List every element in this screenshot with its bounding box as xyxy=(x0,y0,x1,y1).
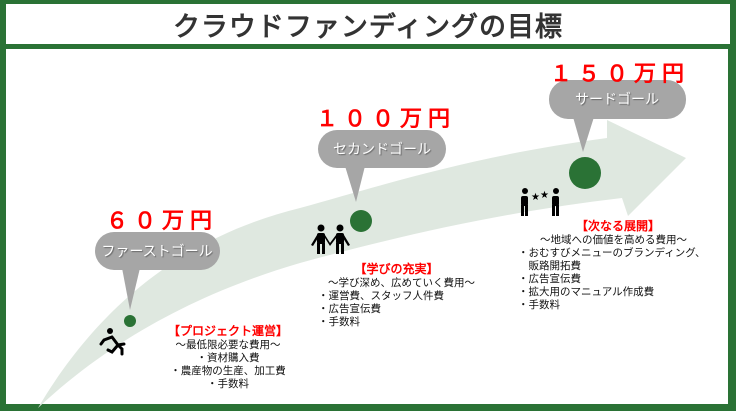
bubble-first xyxy=(95,232,220,310)
goal-details-second: 【学びの充実】 ～学び深め、広めていく費用～ ・運営費、スタッフ人件費 ・広告宣… xyxy=(318,262,475,329)
goal-details-first: 【プロジェクト運営】 ～最低限必要な費用～ ・資材購入費 ・農産物の生産、加工費… xyxy=(168,324,288,391)
goal-amount-first: ６０万円 xyxy=(105,209,219,234)
page-title: クラウドファンディングの目標 xyxy=(172,11,564,43)
goal-label-first: ファーストゴール xyxy=(101,244,213,260)
bubble-second xyxy=(318,130,446,202)
svg-text:★: ★ xyxy=(531,192,540,203)
svg-text:★: ★ xyxy=(540,190,549,201)
list-item: ・広告宣伝費 xyxy=(518,273,581,285)
team-stars-icon: ★★ xyxy=(521,188,559,216)
goal-marker-third xyxy=(569,157,601,189)
goal-label-third: サードゴール xyxy=(575,92,659,108)
goal-label-second: セカンドゴール xyxy=(333,142,431,158)
list-item: ・手数料 xyxy=(518,299,560,311)
runner-icon xyxy=(99,328,126,356)
title-box: クラウドファンディングの目標 xyxy=(6,4,730,44)
list-item: ・拡大用のマニュアル作成費 xyxy=(518,286,655,298)
list-item: 販路開拓費 xyxy=(518,260,581,272)
section-subtitle: ～最低限必要な費用～ xyxy=(175,339,281,351)
goal-details-third: 【次なる展開】 ～地域への価値を高める費用～ ・おむすびメニューのブランディング… xyxy=(518,219,706,312)
goal-amount-second: １００万円 xyxy=(315,107,457,132)
goal-marker-second xyxy=(350,210,372,232)
section-title: 【学びの充実】 xyxy=(354,262,439,276)
list-item: ・手数料 xyxy=(318,316,360,328)
section-title: 【プロジェクト運営】 xyxy=(167,324,289,338)
bubble-third xyxy=(549,80,686,152)
list-item: ・手数料 xyxy=(206,378,249,390)
section-title: 【次なる展開】 xyxy=(576,219,661,233)
goal-marker-first xyxy=(124,315,136,327)
list-item: ・広告宣伝費 xyxy=(318,303,381,315)
section-subtitle: ～学び深め、広めていく費用～ xyxy=(328,277,475,289)
list-item: ・農産物の生産、加工費 xyxy=(170,365,286,377)
list-item: ・おむすびメニューのブランディング、 xyxy=(518,247,706,259)
list-item: ・運営費、スタッフ人件費 xyxy=(318,290,444,302)
goal-amount-third: １５０万円 xyxy=(549,62,691,87)
section-subtitle: ～地域への価値を高める費用～ xyxy=(540,234,687,246)
people-icon xyxy=(311,224,350,254)
list-item: ・資材購入費 xyxy=(196,352,260,364)
